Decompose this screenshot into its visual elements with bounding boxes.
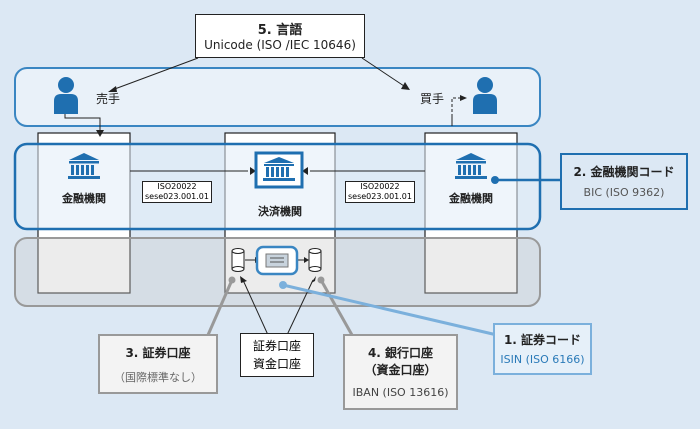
right-message-line2: sese023.001.01 [348,192,412,201]
right-message-line1: ISO20022 [360,182,400,191]
arrow-seller-bank [64,112,101,131]
arrow-head [460,95,467,101]
bank-right-icon [455,153,487,179]
seller-label: 売手 [96,92,121,106]
language-sub: Unicode (ISO /IEC 10646) [204,38,356,52]
securities-code-title: 1. 証券コード [503,333,582,347]
arrow-to-db-left [242,279,269,336]
arrow-buyer-dashed [451,97,462,112]
bic-title: 2. 金融機関コード [573,165,675,179]
securities-code-box: 1. 証券コード ISIN (ISO 6166) [493,323,592,375]
security-certificate-icon [255,245,299,276]
bank-account-title: 4. 銀行口座 [367,346,434,360]
clearing-house-icon [254,151,304,189]
bic-dot [491,176,499,184]
securities-account-title: 3. 証券口座 [125,346,191,360]
arrow-lang-seller [111,57,199,91]
securities-account-sub: （国際標準なし） [114,371,202,384]
accounts-line2: 資金口座 [252,357,301,371]
db-right-icon [308,248,322,272]
securities-account-box: 3. 証券口座 （国際標準なし） [98,334,218,394]
arrow-head [302,167,308,175]
db-left-icon [231,248,245,272]
bic-box: 2. 金融機関コード BIC (ISO 9362) [560,153,688,210]
buyer-label: 買手 [420,92,445,106]
securities-code-sub: ISIN (ISO 6166) [500,353,585,366]
arrow-to-db-right [286,279,314,336]
language-box: 5. 言語 Unicode (ISO /IEC 10646) [195,14,365,58]
left-message-box: ISO20022 sese023.001.01 [142,181,212,203]
party-band [14,67,541,127]
left-institution-label: 金融機関 [62,192,106,205]
seller-person-icon [54,77,78,114]
bank-account-sub: IBAN (ISO 13616) [352,386,449,399]
right-message-box: ISO20022 sese023.001.01 [345,181,415,203]
arrow-head [401,82,410,90]
language-title: 5. 言語 [257,23,303,38]
bank-account-title2: （資金口座） [364,363,437,377]
arrow-head [250,167,256,175]
right-institution-label: 金融機関 [449,192,493,205]
connector-bank-account [319,279,354,336]
arrow-lang-buyer [361,57,405,87]
center-institution-label: 決済機関 [258,205,302,218]
isin-connector [282,283,498,337]
left-message-line1: ISO20022 [157,182,197,191]
accounts-line1: 証券口座 [252,339,301,353]
connector-securities-account [206,279,234,336]
arrow-head [108,86,117,92]
bic-sub: BIC (ISO 9362) [583,186,665,199]
arrow-head [96,130,104,137]
accounts-label-box: 証券口座 資金口座 [240,333,314,377]
bank-account-box: 4. 銀行口座 （資金口座） IBAN (ISO 13616) [343,334,458,410]
left-message-line2: sese023.001.01 [145,192,209,201]
buyer-person-icon [473,77,497,114]
bank-left-icon [68,153,100,179]
